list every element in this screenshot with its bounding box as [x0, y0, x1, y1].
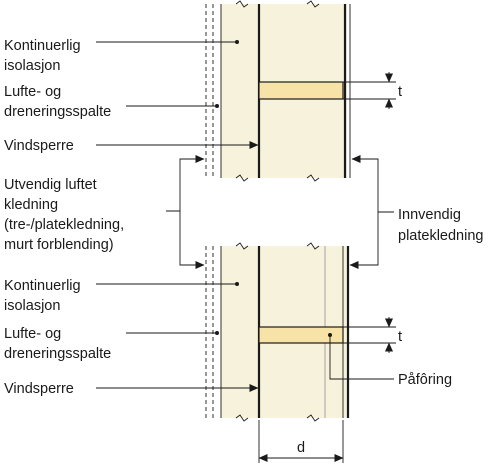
top-insulation-label: Kontinuerlig isolasjon [4, 38, 85, 74]
bottom-wall-section: t d [205, 242, 402, 463]
bottom-break-mark-left [235, 414, 249, 422]
top-windbarrier-label: Vindsperre [4, 138, 74, 154]
top-drainage-leader-dot [215, 104, 219, 108]
d-label: d [297, 440, 305, 456]
top-break-mark-left [235, 0, 249, 8]
top-drainage-label: Lufte- og dreneringsspalte [4, 84, 111, 120]
exterior-cladding-bracket-top [166, 155, 205, 212]
bottom-insulation-label: Kontinuerlig isolasjon [4, 278, 85, 314]
furring-leader [329, 336, 394, 380]
top-insulation-leader-dot [235, 40, 239, 44]
furring-leader-dot [328, 333, 332, 337]
top-wall-section: t [205, 0, 402, 182]
exterior-cladding-bracket-bottom [179, 211, 205, 269]
interior-cladding-bracket-top [351, 155, 394, 213]
exterior-cladding-label: Utvendig luftet kledning (tre-/platekled… [4, 177, 128, 253]
top-break-mark-right [306, 0, 320, 8]
top-t-label: t [398, 84, 402, 100]
bottom-drainage-label: Lufte- og dreneringsspalte [4, 326, 111, 362]
top-batten [258, 81, 344, 100]
top-break-mark-bottom-right [306, 174, 320, 182]
bottom-break-mark-top-right [306, 242, 320, 250]
bottom-drainage-leader-dot [215, 331, 219, 335]
bottom-insulation-leader-dot [235, 282, 239, 286]
top-break-mark-bottom-left [235, 174, 249, 182]
bottom-break-mark-right [306, 414, 320, 422]
furring-label: Påfôring [398, 372, 452, 388]
bottom-break-mark-top-left [235, 242, 249, 250]
interior-cladding-bracket-bottom [349, 212, 379, 269]
bottom-t-label: t [398, 329, 402, 345]
interior-cladding-label: Innvendig platekledning [398, 207, 483, 244]
bottom-windbarrier-label: Vindsperre [4, 381, 74, 397]
